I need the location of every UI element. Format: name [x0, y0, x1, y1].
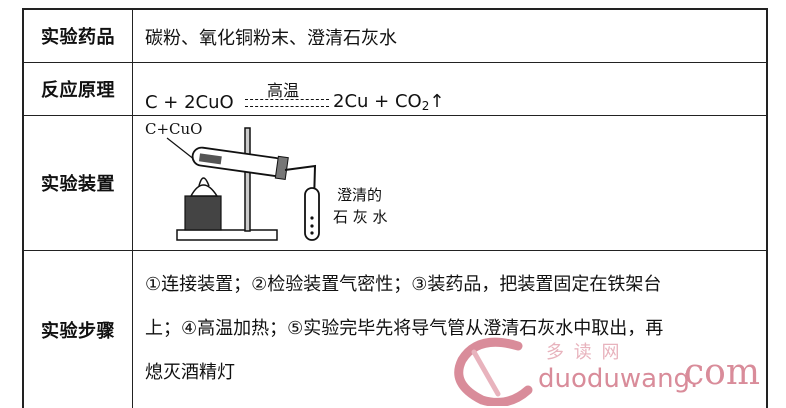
- label-reagents: 实验药品: [24, 10, 133, 62]
- row-steps: 实验步骤 ①连接装置；②检验装置气密性；③装药品，把装置固定在铁架台 上；④高温…: [24, 251, 766, 408]
- row-reagents: 实验药品 碳粉、氧化铜粉末、澄清石灰水: [24, 10, 766, 63]
- equals-sign: [245, 99, 329, 107]
- experiment-table: 实验药品 碳粉、氧化铜粉末、澄清石灰水 反应原理 C + 2CuO 高温 2Cu…: [22, 8, 768, 408]
- cell-steps: ①连接装置；②检验装置气密性；③装药品，把装置固定在铁架台 上；④高温加热；⑤实…: [133, 251, 766, 408]
- steps-line-2: 上；④高温加热；⑤实验完毕先将导气管从澄清石灰水中取出，再: [145, 318, 664, 339]
- cell-reagents: 碳粉、氧化铜粉末、澄清石灰水: [133, 10, 766, 62]
- label-steps: 实验步骤: [24, 251, 133, 408]
- watermark-cn: 多 读 网: [546, 342, 622, 363]
- tube-label: C+CuO: [145, 120, 202, 138]
- watermark-logo-icon: [454, 337, 533, 406]
- stand-rod: [244, 127, 251, 232]
- flame: [198, 177, 210, 187]
- reaction-equation: C + 2CuO 高温 2Cu + CO2↑: [145, 81, 545, 117]
- reagents-text: 碳粉、氧化铜粉末、澄清石灰水: [145, 28, 397, 49]
- cell-principle: C + 2CuO 高温 2Cu + CO2↑: [133, 63, 766, 115]
- apparatus-diagram: C+CuO: [145, 120, 388, 241]
- steps-text: ①连接装置；②检验装置气密性；③装药品，把装置固定在铁架台 上；④高温加热；⑤实…: [145, 263, 755, 395]
- steps-line-1: ①连接装置；②检验装置气密性；③装药品，把装置固定在铁架台: [145, 274, 662, 295]
- reaction-condition: 高温: [267, 81, 300, 100]
- watermark-en: duoduwang.: [538, 364, 699, 394]
- row-apparatus: 实验装置 C+CuO: [24, 116, 766, 251]
- gas-arrow: ↑: [429, 91, 445, 112]
- row-principle: 反应原理 C + 2CuO 高温 2Cu + CO2↑: [24, 63, 766, 116]
- stand-base: [176, 229, 278, 241]
- reaction-lhs: C + 2CuO: [145, 92, 234, 113]
- reaction-rhs: 2Cu + CO2↑: [333, 91, 444, 113]
- steps-line-3: 熄灭酒精灯: [145, 362, 235, 383]
- burner-block: [184, 195, 222, 231]
- limewater-tube: [304, 187, 320, 241]
- test-tube: [191, 146, 289, 181]
- watermark-com: com: [684, 352, 760, 393]
- alcohol-lamp: [189, 184, 219, 197]
- bottle-label-1: 澄清的: [337, 186, 382, 204]
- rhs-main: 2Cu + CO: [333, 91, 422, 112]
- label-apparatus: 实验装置: [24, 116, 133, 250]
- label-principle: 反应原理: [24, 63, 133, 115]
- bottle-label-2: 石 灰 水: [333, 208, 388, 226]
- pointer-line: [166, 137, 196, 161]
- rhs-subscript: 2: [421, 99, 430, 113]
- cell-apparatus: C+CuO: [133, 116, 766, 250]
- watermark: 多 读 网 duoduwang. com: [448, 334, 786, 406]
